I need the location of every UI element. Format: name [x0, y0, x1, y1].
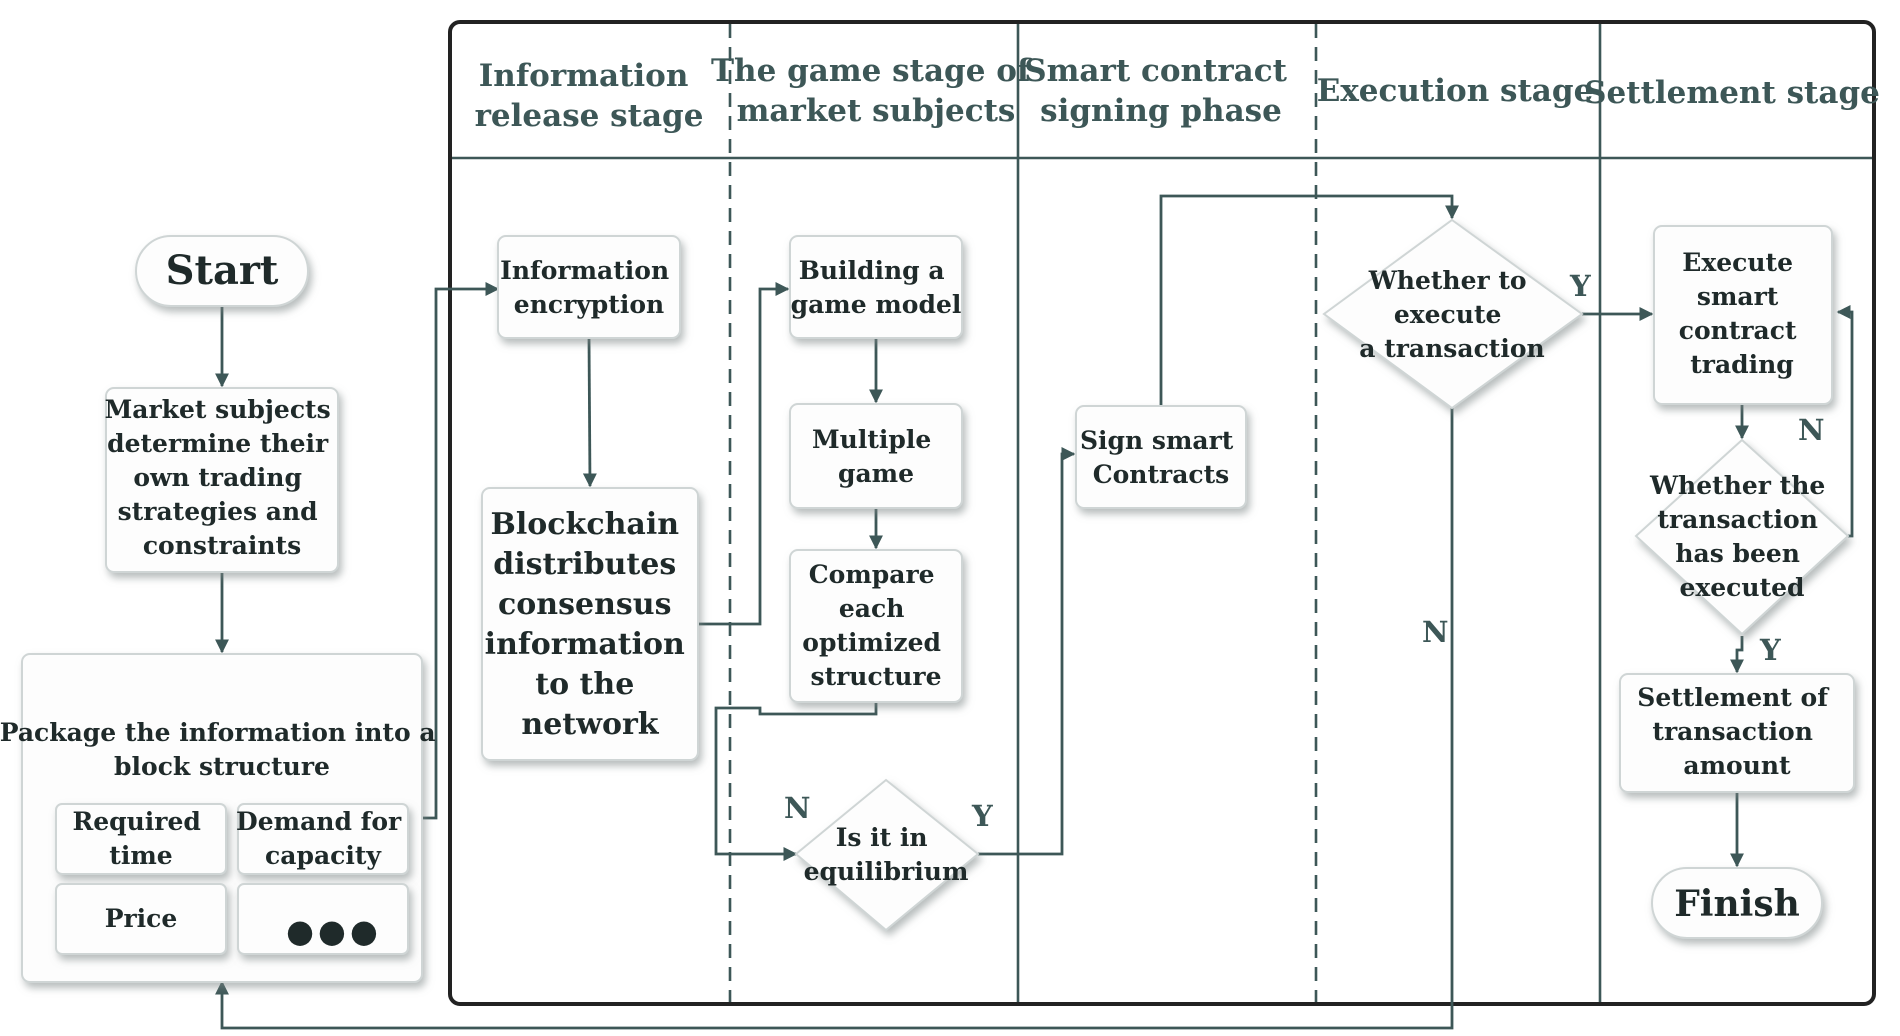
executed-yes-label: Y [1759, 633, 1781, 667]
compare-label: Compare each optimized structure [802, 560, 949, 691]
edge-package-to-encryption [422, 282, 500, 820]
package-node: Package the information into a block str… [0, 653, 444, 983]
lane-header-information-release: Information release stage [475, 58, 704, 134]
blockchain-label: Blockchain distributes consensus informa… [485, 507, 696, 742]
lane-header-game-stage: The game stage of market subjects [711, 53, 1041, 129]
whether-execute-label: Whether to execute a transaction [1359, 266, 1544, 363]
connectors [215, 194, 1854, 1030]
finish-node: Finish [1651, 867, 1823, 939]
required-time-label: Required time [72, 807, 209, 870]
ellipsis-label: ●●● [286, 912, 382, 950]
edge-execute-no-to-package [215, 408, 1454, 1030]
blockchain-node: Blockchain distributes consensus informa… [481, 487, 699, 761]
finish-label: Finish [1674, 883, 1800, 925]
compare-node: Compare each optimized structure [789, 549, 963, 703]
information-encryption-node: Information encryption [497, 235, 681, 339]
edge-sign-to-whether-execute [1159, 194, 1459, 406]
demand-capacity-label: Demand for capacity [236, 807, 410, 870]
execute-trading-node: Execute smart contract trading [1653, 225, 1833, 405]
sign-contracts-label: Sign smart Contracts [1080, 426, 1242, 489]
start-label: Start [166, 247, 279, 294]
edge-executed-yes-to-settlement [1730, 636, 1744, 674]
edge-equilibrium-yes-to-sign [978, 447, 1076, 856]
edge-labels: N Y Y N N Y [784, 269, 1825, 833]
multiple-game-label: Multiple game [812, 425, 940, 488]
equilibrium-no-label: N [784, 791, 811, 825]
price-cell [55, 883, 227, 955]
settlement-amount-label: Settlement of transaction amount [1637, 683, 1836, 780]
execute-trading-label: Execute smart contract trading [1679, 248, 1805, 379]
start-node: Start [135, 235, 309, 307]
edge-blockchain-to-game-model [697, 282, 790, 626]
information-encryption-label: Information encryption [500, 256, 678, 319]
demand-capacity-cell [237, 803, 409, 875]
market-subjects-node: Market subjects determine their own trad… [105, 387, 340, 573]
lane-headers: Information release stage The game stage… [475, 53, 1880, 134]
lane-header-smart-contract: Smart contract signing phase [1024, 53, 1298, 129]
required-time-cell [55, 803, 227, 875]
multiple-game-node: Multiple game [789, 403, 963, 509]
sign-contracts-node: Sign smart Contracts [1075, 405, 1247, 509]
game-model-label: Building a game model [791, 256, 962, 319]
edge-compare-to-equilibrium [714, 702, 878, 861]
game-model-node: Building a game model [789, 235, 963, 339]
equilibrium-label: Is it in equilibrium [804, 823, 969, 886]
swimlane-frame [448, 20, 1876, 1006]
settlement-amount-node: Settlement of transaction amount [1619, 673, 1855, 793]
whether-executed-decision: Whether the transaction has been execute… [1634, 438, 1850, 636]
equilibrium-decision: Is it in equilibrium [794, 778, 980, 932]
execute-no-label: N [1422, 615, 1449, 649]
whether-executed-label: Whether the transaction has been execute… [1649, 471, 1834, 602]
equilibrium-yes-label: Y [971, 799, 993, 833]
swimlane-border [448, 20, 1876, 1006]
lane-header-settlement: Settlement stage [1584, 75, 1880, 111]
edge-executed-no-to-trading [1836, 305, 1854, 538]
price-label: Price [105, 904, 178, 933]
ellipsis-cell [237, 883, 409, 955]
lane-header-execution: Execution stage [1317, 73, 1594, 109]
edge-encryption-to-blockchain [582, 337, 597, 488]
execute-yes-label: Y [1569, 269, 1591, 303]
package-label: Package the information into a block str… [0, 718, 444, 781]
market-subjects-label: Market subjects determine their own trad… [105, 395, 340, 560]
executed-no-label: N [1798, 413, 1825, 447]
whether-execute-decision: Whether to execute a transaction [1322, 218, 1584, 410]
